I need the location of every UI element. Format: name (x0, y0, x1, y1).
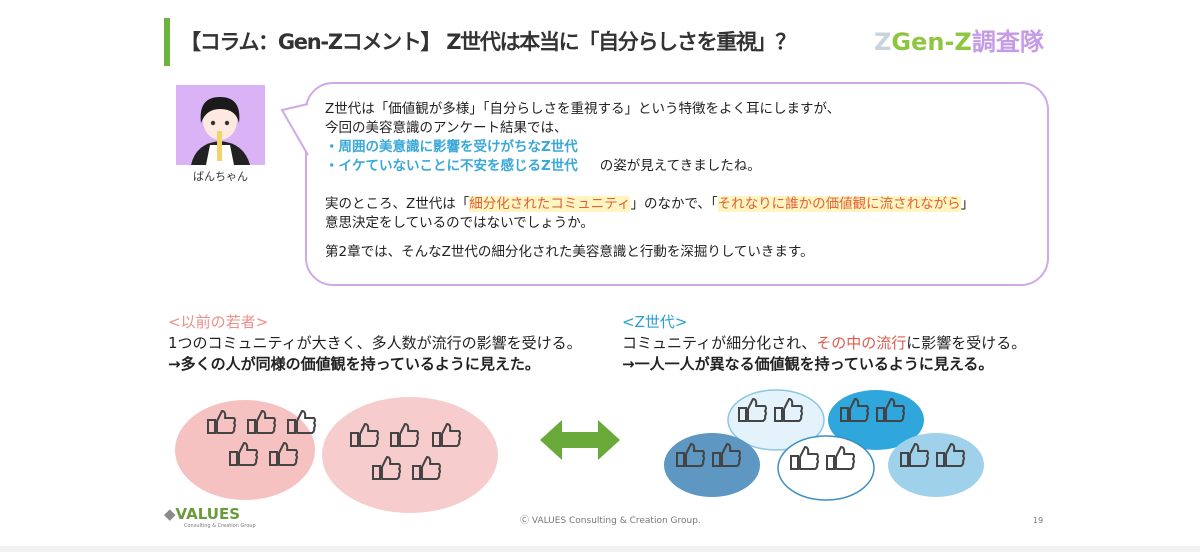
company-name: VALUES (175, 505, 240, 523)
gen-z-logo: ZGen-Z調査隊 (874, 22, 1044, 57)
speech-bubble (305, 82, 1049, 286)
section-conclusion: →多くの人が同様の価値観を持っているように見えた。 (168, 355, 540, 373)
section-conclusion: →一人一人が異なる価値観を持っているように見える。 (622, 355, 994, 373)
past-youth-section: <以前の若者> 1つのコミュニティが大きく、多人数が流行の影響を受ける。 →多く… (168, 312, 582, 375)
comment-line: の姿が見えてきましたね。 (599, 158, 761, 174)
section-heading: <以前の若者> (168, 313, 269, 331)
logo-z: Z (874, 28, 892, 56)
comment-line: 今回の美容意識のアンケート結果では、 (325, 120, 568, 136)
comment-text: Z世代は「価値観が多様」「自分らしさを重視する」という特徴をよく耳にしますが、 … (325, 100, 974, 262)
comment-text: 」のなかで、「 (630, 196, 718, 212)
comment-line: 第2章では、そんなZ世代の細分化された美容意識と行動を深掘りしていきます。 (325, 244, 814, 260)
company-sub: Consulting & Creation Group (184, 523, 256, 529)
highlight: その中の流行 (816, 334, 907, 352)
section-heading: <Z世代> (622, 313, 688, 331)
speech-bubble-tail (280, 103, 309, 156)
comment-text: 」 (960, 196, 975, 212)
section-text: 1つのコミュニティが大きく、多人数が流行の影響を受ける。 (168, 334, 582, 352)
community-diagram (175, 389, 984, 513)
avatar (176, 85, 265, 165)
logo-gen: Gen-Z (891, 28, 972, 56)
highlight: それなりに誰かの価値観に流されながら (717, 196, 961, 212)
speaker-name: ばんちゃん (193, 170, 248, 183)
section-text: コミュニティが細分化され、 (622, 334, 817, 352)
highlight: 細分化されたコミュニティ (469, 196, 631, 212)
comment-bullet: ・周囲の美意識に影響を受けがちなZ世代 (325, 139, 578, 155)
copyright: Ⓒ VALUES Consulting & Creation Group. (520, 516, 701, 526)
community-ellipse (175, 400, 315, 500)
community-ellipse (322, 397, 498, 513)
bottom-divider (0, 546, 1200, 552)
title-accent-bar (164, 18, 170, 66)
section-text: に影響を受ける。 (906, 334, 1027, 352)
comment-line: 意思決定をしているのではないでしょうか。 (325, 215, 594, 231)
comment-text: 実のところ、Z世代は「 (325, 196, 470, 212)
genz-section: <Z世代> コミュニティが細分化され、その中の流行に影響を受ける。 →一人一人が… (622, 312, 1026, 375)
page-number: 19 (1033, 516, 1044, 525)
comment-line: Z世代は「価値観が多様」「自分らしさを重視する」という特徴をよく耳にしますが、 (325, 101, 841, 117)
page-title: 【コラム：Gen-Zコメント】 Z世代は本当に「自分らしさを重視」？ (180, 30, 796, 54)
logo-ja: 調査隊 (971, 28, 1044, 56)
double-arrow-icon (540, 420, 620, 460)
comment-bullet: ・イケていないことに不安を感じるZ世代 (325, 158, 578, 174)
